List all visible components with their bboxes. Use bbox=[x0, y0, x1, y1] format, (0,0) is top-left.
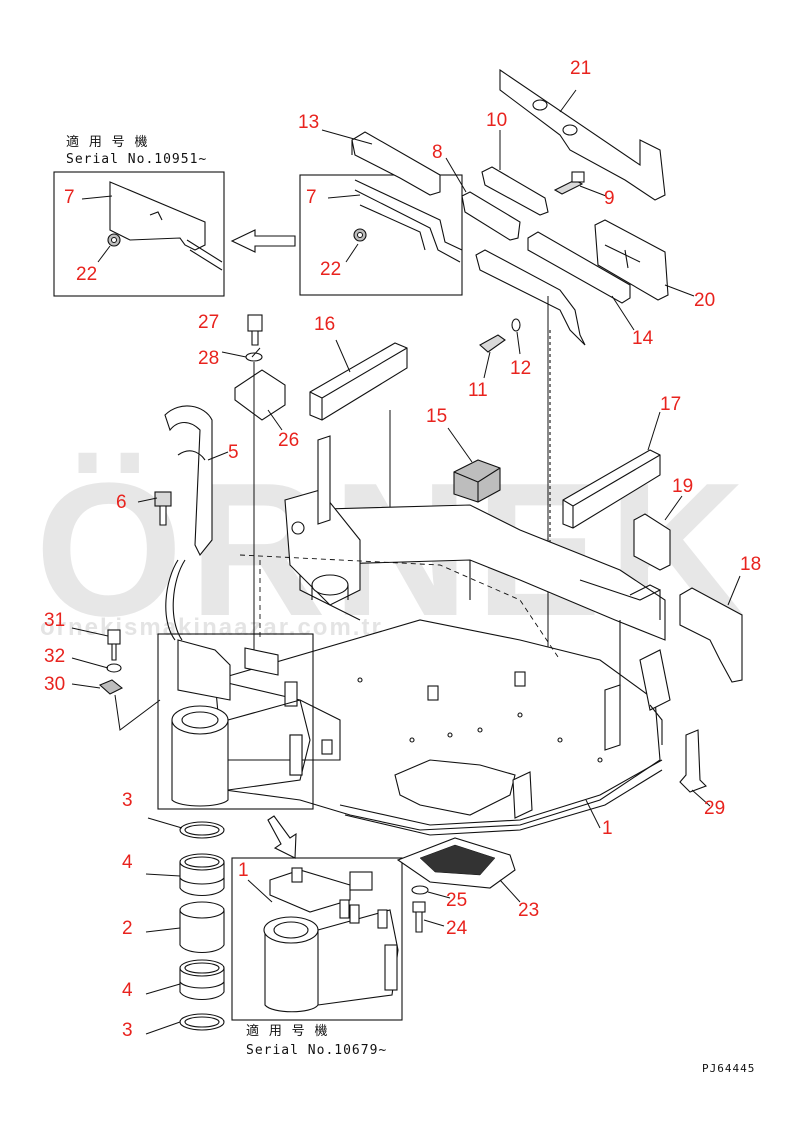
ring-3-bottom bbox=[179, 1013, 225, 1031]
callout-19: 19 bbox=[672, 476, 693, 497]
bracket-near-1 bbox=[512, 771, 533, 819]
callout-12: 12 bbox=[510, 358, 531, 379]
rail-under-8 bbox=[475, 249, 586, 346]
callout-1-frame: 1 bbox=[602, 818, 613, 839]
grille-mesh bbox=[419, 844, 496, 876]
callout-18: 18 bbox=[740, 554, 761, 575]
vertical-post bbox=[317, 435, 331, 525]
washer-25-icon bbox=[411, 885, 429, 895]
callout-4-top: 4 bbox=[122, 852, 133, 873]
strip-8 bbox=[461, 191, 521, 241]
callout-7-inset-top: 7 bbox=[64, 187, 75, 208]
grille-group bbox=[396, 837, 516, 933]
block-19 bbox=[633, 513, 671, 571]
inset-bottom-serial-label: Serial No.10679~ bbox=[246, 1043, 387, 1058]
callout-22-inset-middle: 22 bbox=[320, 259, 341, 280]
arrow-left-icon bbox=[230, 229, 296, 253]
block-18 bbox=[679, 587, 743, 683]
bolt-9-icon bbox=[553, 179, 584, 195]
callout-6: 6 bbox=[116, 492, 127, 513]
callout-5: 5 bbox=[228, 442, 239, 463]
callout-23: 23 bbox=[518, 900, 539, 921]
inset-middle bbox=[299, 174, 463, 296]
washer-12-icon bbox=[511, 318, 521, 332]
clamp-5 bbox=[164, 405, 213, 557]
inset-top-jp-label: 適 用 号 機 bbox=[66, 134, 148, 150]
inset-top-cover-part bbox=[109, 181, 206, 251]
bushing-4-bottom bbox=[179, 968, 225, 1001]
callout-1-inset: 1 bbox=[238, 860, 249, 881]
inset-serial-10951: 適 用 号 機 Serial No.10951~ bbox=[53, 134, 225, 297]
callout-17: 17 bbox=[660, 394, 681, 415]
block-16 bbox=[309, 342, 408, 421]
callout-31: 31 bbox=[44, 610, 65, 631]
frame-floor bbox=[214, 619, 661, 831]
callout-14: 14 bbox=[632, 328, 654, 349]
callout-11: 11 bbox=[468, 380, 488, 401]
inset-pivot-frame bbox=[157, 633, 314, 810]
upper-cover-parts bbox=[309, 68, 743, 683]
panel-20 bbox=[594, 219, 669, 301]
revolving-frame bbox=[214, 435, 671, 836]
bolt-27-icon bbox=[247, 314, 263, 332]
callout-9: 9 bbox=[604, 188, 615, 209]
callout-30: 30 bbox=[44, 674, 65, 695]
callout-32: 32 bbox=[44, 646, 65, 667]
callout-29: 29 bbox=[704, 798, 725, 819]
rear-post bbox=[604, 684, 621, 751]
left-bracket-group bbox=[98, 314, 286, 731]
callout-16: 16 bbox=[314, 314, 335, 335]
callout-3-top: 3 bbox=[122, 790, 133, 811]
block-10 bbox=[481, 166, 549, 216]
clip-30-icon bbox=[98, 679, 124, 695]
callout-labels: 21 13 10 8 9 7 7 22 22 20 14 27 28 16 11… bbox=[44, 58, 761, 1041]
callout-leaders bbox=[71, 89, 741, 1035]
bracket-29 bbox=[679, 729, 707, 793]
callout-27: 27 bbox=[198, 312, 219, 333]
bolt-31-icon bbox=[107, 629, 121, 645]
bushing-stack bbox=[179, 821, 225, 1031]
watermark-site: ornekismakinaazar.com.tr bbox=[40, 614, 383, 641]
arrow-down-icon bbox=[267, 815, 297, 859]
callout-21: 21 bbox=[570, 58, 591, 79]
inset-top-frame bbox=[53, 171, 225, 297]
plate-26 bbox=[234, 369, 286, 421]
inset-bottom-frame bbox=[231, 857, 403, 1021]
callout-13: 13 bbox=[298, 112, 319, 133]
washer-32-icon bbox=[106, 663, 122, 673]
inset-swing-pivot bbox=[157, 633, 314, 810]
callout-10: 10 bbox=[486, 110, 507, 131]
frame-main-beam bbox=[289, 504, 666, 641]
callout-3-bottom: 3 bbox=[122, 1020, 133, 1041]
strip-14 bbox=[527, 231, 631, 304]
bushing-2 bbox=[179, 910, 225, 954]
inset-serial-10679: 適 用 号 機 Serial No.10679~ bbox=[231, 857, 403, 1058]
bolt-24-icon bbox=[412, 901, 426, 913]
inset-bottom-cylinder bbox=[264, 930, 319, 1013]
callout-4-bottom: 4 bbox=[122, 980, 133, 1001]
bushing-4-top bbox=[179, 862, 225, 897]
callout-15: 15 bbox=[426, 406, 447, 427]
callout-20: 20 bbox=[694, 290, 715, 311]
callout-24: 24 bbox=[446, 918, 468, 939]
callout-25: 25 bbox=[446, 890, 467, 911]
pivot-cylinder bbox=[171, 720, 229, 807]
bolt-6-icon bbox=[154, 491, 172, 507]
bolt-11-icon bbox=[479, 334, 506, 353]
callout-7-inset-middle: 7 bbox=[306, 187, 317, 208]
frame-cutout bbox=[394, 759, 516, 816]
ring-3-top bbox=[179, 821, 225, 839]
block-13 bbox=[351, 131, 441, 196]
callout-26: 26 bbox=[278, 430, 299, 451]
inset-middle-frame bbox=[299, 174, 463, 296]
callout-2: 2 bbox=[122, 918, 133, 939]
inset-bottom-jp-label: 適 用 号 機 bbox=[246, 1023, 328, 1039]
inset-top-serial-label: Serial No.10951~ bbox=[66, 152, 207, 167]
plate-21 bbox=[499, 68, 666, 201]
callout-8: 8 bbox=[432, 142, 443, 163]
callout-28: 28 bbox=[198, 348, 219, 369]
drawing-code: PJ64445 bbox=[702, 1062, 755, 1075]
callout-22-inset-top: 22 bbox=[76, 264, 97, 285]
